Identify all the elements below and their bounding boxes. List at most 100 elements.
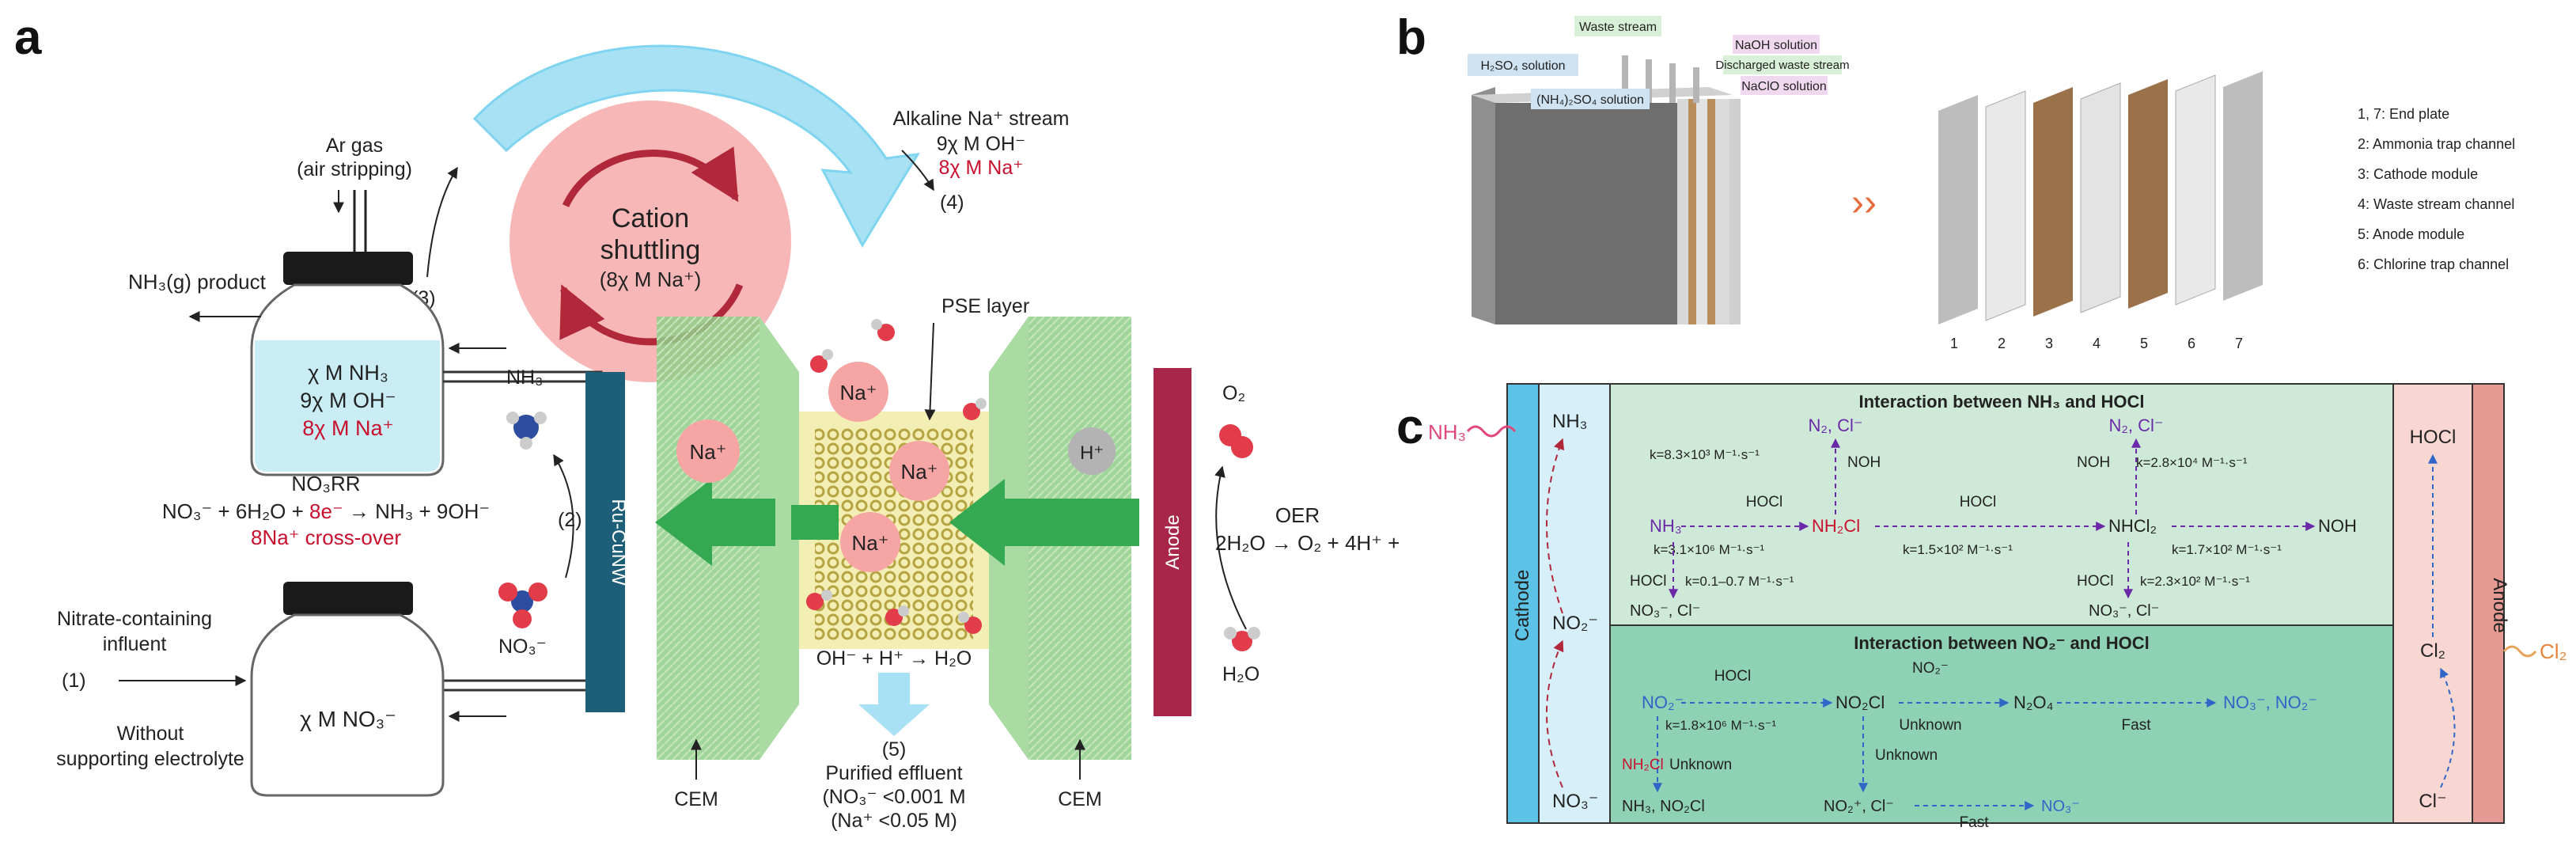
svg-text:7: 7 (2235, 336, 2243, 351)
waste-stream-tag (1574, 16, 1661, 36)
nh3-label: NH₃ (506, 366, 543, 389)
without-label-1: Without (117, 723, 184, 745)
oer-equation: 2H₂O → O₂ + 4H⁺ + (1215, 531, 1400, 555)
no3-label: NO₃⁻ (498, 636, 547, 658)
nh42so4-label: (NH₄)₂SO₄ solution (1536, 93, 1644, 107)
cation-label-3: (8χ M Na⁺) (600, 268, 702, 291)
ar-gas-pipe (353, 190, 367, 253)
water-molecules-icon (806, 319, 987, 634)
svg-text:2: 2 (1998, 336, 2006, 351)
cathode-bar (1506, 383, 1540, 824)
nh3-molecule-icon (506, 412, 547, 450)
na-ion-left (676, 419, 740, 483)
panel-letter-a: a (14, 10, 42, 65)
top-noh-1: NOH (1847, 454, 1881, 471)
svg-text:4: 4 (2093, 336, 2101, 351)
cation-label-2: shuttling (600, 235, 701, 265)
air-stripping-label: (air stripping) (297, 158, 412, 180)
svg-text:1, 7: End plate: 1, 7: End plate (2358, 106, 2449, 122)
green-flow-mid (791, 505, 839, 540)
top-n2cl-1: N₂, Cl⁻ (1808, 416, 1862, 435)
anode-electrode (1154, 368, 1191, 716)
na-ion-low (840, 512, 900, 572)
bottom-nh3-no2cl: NH₃, NO₂Cl (1622, 798, 1705, 815)
step2-arrow (553, 453, 574, 579)
bottom-unknown-3: Unknown (1875, 747, 1938, 764)
discharged-tag (1723, 55, 1842, 74)
bottom-no2plus-cl: NO₂⁺, Cl⁻ (1824, 798, 1894, 815)
step2-label: (2) (558, 509, 582, 531)
top-kd1: k=0.1–0.7 M⁻¹·s⁻¹ (1685, 574, 1794, 589)
left-no2: NO₂⁻ (1552, 613, 1598, 634)
bottom-unknown-2: Unknown (1669, 757, 1732, 773)
step1-label: (1) (62, 670, 86, 692)
svg-text:3: 3 (2045, 336, 2053, 351)
step5-label: (5) (882, 738, 907, 761)
anode-compartment (2392, 383, 2473, 824)
svg-text:3: Cathode module: 3: Cathode module (2358, 166, 2478, 182)
svg-text:1: 1 (1950, 336, 1958, 351)
na-ion-mid (889, 441, 949, 501)
anode-bar (2472, 383, 2505, 824)
left-no3: NO₃⁻ (1552, 791, 1598, 812)
h2so4-label: H₂SO₄ solution (1480, 59, 1565, 73)
naclo-label: NaClO solution (1741, 80, 1827, 93)
naoh-tag (1733, 35, 1820, 54)
h-ion (1068, 427, 1116, 475)
top-noh-2: NOH (2077, 454, 2110, 471)
left-nh3: NH₃ (1552, 411, 1587, 432)
top-noh-right: NOH (2318, 516, 2357, 536)
nh42so4-tag (1531, 89, 1650, 109)
top-nhcl2: NHCl₂ (2108, 516, 2157, 536)
nitrate-label-2: influent (103, 633, 167, 655)
explode-arrow-icon: ›› (1851, 182, 1877, 224)
right-cl2: Cl₂ (2420, 640, 2445, 662)
right-hocl: HOCl (2410, 427, 2457, 448)
top-k2: k=1.5×10² M⁻¹·s⁻¹ (1903, 542, 2013, 557)
h-ion-label: H⁺ (1080, 442, 1104, 464)
anode-label-c: Anode (2489, 578, 2510, 632)
top-interaction-title: Interaction between NH₃ and HOCl (1859, 392, 2145, 412)
cem-right-label: CEM (1058, 788, 1102, 810)
cem-left-label: CEM (674, 788, 718, 810)
svg-text:5: Anode module: 5: Anode module (2358, 226, 2464, 242)
bottom-bottle-cap (283, 582, 413, 615)
cl2-out-wave (2502, 645, 2537, 658)
alkaline-stream-arrow (472, 44, 920, 249)
green-flow-arrow-left (655, 479, 775, 566)
bottom-interaction-title: Interaction between NO₂⁻ and HOCl (1854, 633, 2149, 653)
tank-top-line2: 9χ M OH⁻ (300, 389, 396, 412)
purified-label-3: (Na⁺ <0.05 M) (831, 810, 957, 832)
na-ion-mid-label: Na⁺ (901, 460, 938, 484)
purified-label-2: (NO₃⁻ <0.001 M (822, 786, 965, 808)
nitrate-label-1: Nitrate-containing (57, 608, 212, 630)
na-ion-low-label: Na⁺ (852, 531, 889, 555)
bottom-no3-no2: NO₃⁻, NO₂⁻ (2223, 693, 2317, 712)
purified-effluent-arrow (858, 673, 930, 736)
bottom-no3: NO₃⁻ (2041, 798, 2080, 815)
top-no3cl-2: NO₃⁻, Cl⁻ (2089, 602, 2159, 620)
top-bottle-cap (283, 252, 413, 285)
top-k1: k=3.1×10⁶ M⁻¹·s⁻¹ (1654, 542, 1765, 557)
cathode-compartment (1538, 383, 1611, 824)
crossover-label: 8Na⁺ cross-over (251, 526, 401, 549)
bottom-no2cl: NO₂Cl (1835, 693, 1885, 712)
electrode-label: Ru-CuNW (608, 499, 629, 586)
step4-arrow (901, 150, 934, 192)
cathode-label: Cathode (1512, 570, 1533, 642)
tank-bottom-label: χ M NO₃⁻ (300, 707, 396, 731)
o2-molecule-icon (1219, 424, 1253, 458)
cl2-out-label: Cl₂ (2540, 639, 2567, 663)
cathode-arrow-up1 (1546, 438, 1565, 614)
top-nh2cl: NH₂Cl (1812, 516, 1860, 536)
ar-gas-label: Ar gas (326, 135, 383, 157)
oer-label: OER (1275, 503, 1320, 527)
na-ion-left-label: Na⁺ (690, 440, 727, 464)
right-cl: Cl⁻ (2419, 791, 2446, 812)
exploded-plates-icon (1938, 71, 2263, 324)
bottom-hocl: HOCl (1714, 668, 1751, 685)
no3rr-label: NO₃RR (291, 472, 360, 495)
discharged-label: Discharged waste stream (1715, 59, 1849, 72)
cathode-electrode (585, 372, 625, 712)
top-k3: k=1.7×10² M⁻¹·s⁻¹ (2172, 542, 2282, 557)
